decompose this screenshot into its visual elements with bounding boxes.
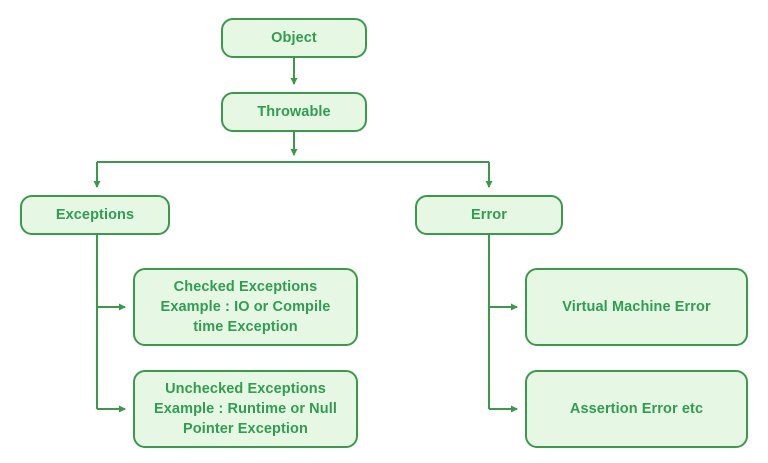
- node-throwable[interactable]: Throwable: [221, 92, 367, 132]
- node-object-label: Object: [271, 30, 317, 46]
- node-assertion-error-label: Assertion Error etc: [569, 401, 704, 417]
- node-object[interactable]: Object: [221, 18, 367, 58]
- node-checked-exceptions-label: Checked Exceptions Example : IO or Compi…: [160, 279, 331, 335]
- node-virtual-machine-error-label: Virtual Machine Error: [562, 299, 711, 315]
- node-exceptions[interactable]: Exceptions: [20, 195, 170, 235]
- node-unchecked-exceptions-label: Unchecked Exceptions Example : Runtime o…: [154, 381, 337, 437]
- node-error-label: Error: [471, 207, 507, 223]
- node-checked-exceptions[interactable]: Checked Exceptions Example : IO or Compi…: [133, 268, 358, 346]
- node-throwable-label: Throwable: [257, 104, 331, 120]
- node-exceptions-label: Exceptions: [55, 207, 135, 223]
- node-virtual-machine-error[interactable]: Virtual Machine Error: [525, 268, 748, 346]
- node-error[interactable]: Error: [415, 195, 563, 235]
- node-unchecked-exceptions[interactable]: Unchecked Exceptions Example : Runtime o…: [133, 370, 358, 448]
- node-assertion-error[interactable]: Assertion Error etc: [525, 370, 748, 448]
